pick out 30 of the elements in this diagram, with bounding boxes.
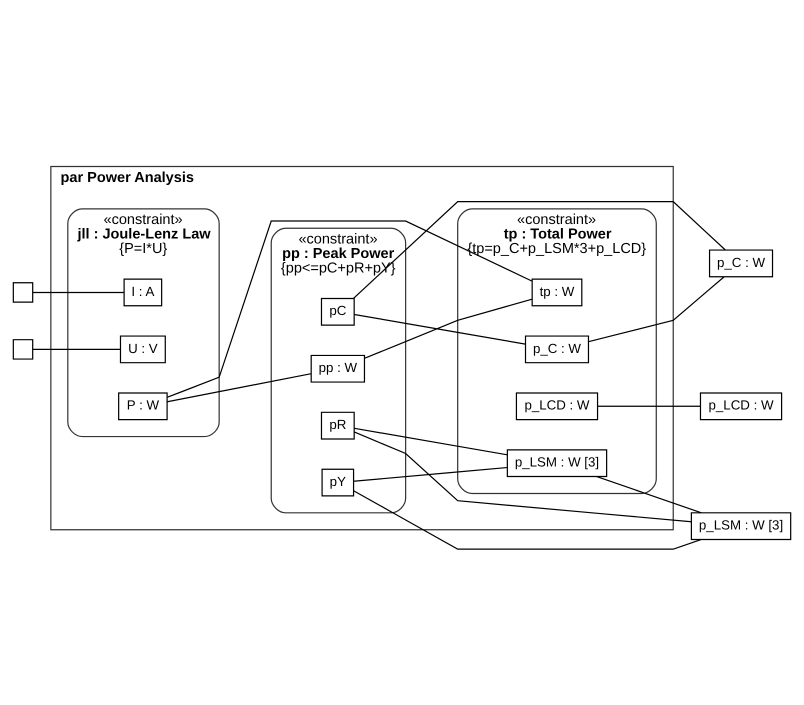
node-box: p_LSM : W [3] bbox=[506, 448, 608, 477]
connector bbox=[588, 276, 724, 342]
connector bbox=[354, 313, 526, 344]
node-box: pp : W bbox=[310, 354, 366, 382]
node-box bbox=[12, 282, 34, 302]
node-box: pR bbox=[320, 411, 355, 440]
node-box: I : A bbox=[124, 278, 162, 306]
node-box: P : W bbox=[118, 392, 168, 420]
connector bbox=[167, 372, 312, 402]
node-box: p_LSM : W [3] bbox=[690, 512, 792, 540]
connector bbox=[354, 431, 692, 522]
node-box: pY bbox=[321, 468, 354, 496]
node-box: p_C : W bbox=[524, 334, 590, 363]
connector bbox=[33, 348, 120, 350]
node-box: U : V bbox=[120, 334, 166, 363]
connector bbox=[353, 200, 726, 298]
connector bbox=[598, 405, 700, 406]
connector bbox=[596, 475, 702, 513]
connector bbox=[354, 466, 507, 482]
node-box: p_LCD : W bbox=[516, 392, 598, 420]
node-box bbox=[12, 338, 34, 360]
node-box: p_LCD : W bbox=[700, 392, 782, 420]
connector bbox=[33, 291, 124, 293]
connector bbox=[354, 427, 508, 455]
node-box: p_C : W bbox=[708, 248, 774, 277]
connector bbox=[167, 220, 532, 398]
node-box: tp : W bbox=[532, 278, 582, 306]
connector bbox=[353, 490, 702, 550]
node-box: pC bbox=[320, 297, 355, 326]
connector bbox=[364, 298, 532, 358]
